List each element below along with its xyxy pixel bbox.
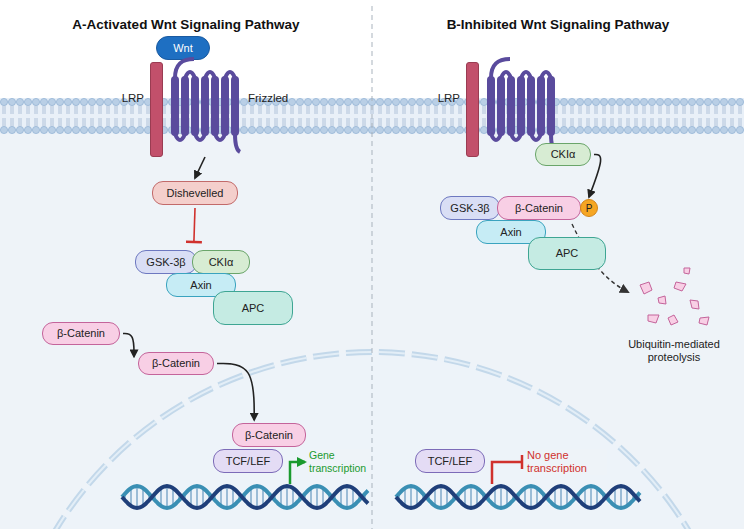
n-terminus bbox=[175, 59, 194, 78]
panel-title: B-Inhibited Wnt Signaling Pathway bbox=[372, 18, 744, 31]
transmembrane-helix bbox=[181, 76, 189, 136]
extracellular-space bbox=[0, 0, 744, 98]
receptor-loop bbox=[195, 134, 205, 140]
transmembrane-helix bbox=[171, 76, 179, 136]
transmembrane-helix bbox=[221, 76, 229, 136]
protein-fragment bbox=[684, 268, 690, 274]
receptor-loop bbox=[511, 134, 521, 140]
transmembrane-helix bbox=[547, 76, 555, 136]
receptor-loop bbox=[175, 134, 185, 140]
protein-label: TCF/LEF bbox=[428, 455, 473, 468]
panel-divider bbox=[372, 6, 373, 529]
dna-helix bbox=[122, 486, 368, 508]
dna-helix bbox=[396, 486, 640, 508]
panel-title: A-Activated Wnt Signaling Pathway bbox=[0, 18, 372, 31]
protein-label: P bbox=[586, 203, 593, 214]
activation-arrow bbox=[589, 155, 601, 198]
transmembrane-helix bbox=[497, 76, 505, 136]
protein-label: Axin bbox=[500, 226, 521, 239]
protein-fragment bbox=[640, 282, 652, 294]
membrane-receptor: Frizzled bbox=[168, 56, 242, 154]
transcription-factor: TCF/LEF bbox=[415, 449, 485, 473]
protein-box: β-Catenin bbox=[138, 352, 214, 375]
transmembrane-helix bbox=[201, 76, 209, 136]
protein-label: GSK-3β bbox=[450, 202, 489, 215]
protein-label: CKIα bbox=[209, 256, 234, 269]
frizzled-receptor bbox=[487, 59, 556, 152]
protein-label: Axin bbox=[190, 279, 211, 292]
receptor-label: LRP bbox=[122, 91, 144, 105]
transcription-factor: TCF/LEF bbox=[213, 449, 283, 473]
protein-box: β-Catenin bbox=[232, 423, 306, 447]
protein-fragment bbox=[648, 315, 659, 323]
protein-box: β-Catenin bbox=[42, 322, 120, 345]
c-terminus bbox=[235, 134, 240, 152]
protein-fragment bbox=[674, 282, 686, 291]
protein-label: GSK-3β bbox=[146, 256, 185, 269]
receptor-loop bbox=[521, 72, 531, 78]
protein-fragment bbox=[699, 317, 709, 325]
protein-box: CKIα bbox=[535, 143, 591, 166]
protein-label: CKIα bbox=[551, 148, 576, 161]
transcription-block bbox=[492, 462, 522, 484]
protein-label: β-Catenin bbox=[152, 357, 200, 370]
activation-arrow bbox=[123, 334, 134, 357]
receptor-loop bbox=[501, 72, 511, 78]
protein-fragment bbox=[690, 300, 699, 309]
protein-box: APC bbox=[213, 291, 293, 325]
annotation: No gene transcription bbox=[527, 449, 607, 475]
transmembrane-helix bbox=[507, 76, 515, 136]
transmembrane-helix bbox=[517, 76, 525, 136]
receptor-loop bbox=[215, 134, 225, 140]
transmembrane-helix bbox=[537, 76, 545, 136]
transmembrane-helix bbox=[191, 76, 199, 136]
transmembrane-helix bbox=[487, 76, 495, 136]
protein-label: APC bbox=[242, 302, 265, 315]
frizzled-receptor bbox=[168, 56, 242, 154]
membrane-receptor: LRP bbox=[466, 62, 479, 157]
annotation: Ubiquitin-mediated proteolysis bbox=[612, 338, 736, 364]
n-terminus bbox=[491, 59, 510, 78]
activation-arrow bbox=[217, 364, 254, 421]
protein-box: GSK-3β bbox=[135, 250, 197, 274]
protein-box: Dishevelled bbox=[152, 181, 238, 205]
inhibition-line bbox=[194, 208, 195, 242]
receptor-loop bbox=[491, 134, 501, 140]
protein-label: β-Catenin bbox=[57, 327, 105, 340]
protein-label: Dishevelled bbox=[167, 187, 224, 200]
transcription-arrow bbox=[290, 462, 305, 484]
receptor-loop bbox=[531, 134, 541, 140]
activation-arrow bbox=[195, 157, 205, 178]
transmembrane-helix bbox=[231, 76, 239, 136]
protein-box: β-Catenin bbox=[497, 196, 581, 220]
protein-label: Wnt bbox=[173, 42, 193, 55]
protein-label: TCF/LEF bbox=[226, 455, 271, 468]
protein-box: APC bbox=[528, 237, 606, 270]
transmembrane-helix bbox=[211, 76, 219, 136]
ligand: Wnt bbox=[156, 36, 210, 60]
protein-label: β-Catenin bbox=[515, 202, 563, 215]
transmembrane-helix bbox=[527, 76, 535, 136]
membrane-receptor: LRP bbox=[150, 62, 163, 157]
receptor-loop bbox=[541, 72, 551, 78]
protein-box: GSK-3β bbox=[440, 196, 500, 220]
phosphate-circle: P bbox=[580, 199, 598, 217]
protein-label: β-Catenin bbox=[245, 429, 293, 442]
receptor-label: Frizzled bbox=[248, 91, 288, 105]
receptor-loop bbox=[205, 72, 215, 78]
receptor-label: LRP bbox=[438, 91, 460, 105]
protein-fragment bbox=[668, 315, 678, 325]
receptor-loop bbox=[225, 72, 235, 78]
protein-box: CKIα bbox=[192, 250, 250, 274]
protein-fragment bbox=[658, 296, 666, 304]
protein-label: APC bbox=[556, 247, 579, 260]
receptor-loop bbox=[185, 72, 195, 78]
annotation: Gene transcription bbox=[309, 449, 371, 475]
